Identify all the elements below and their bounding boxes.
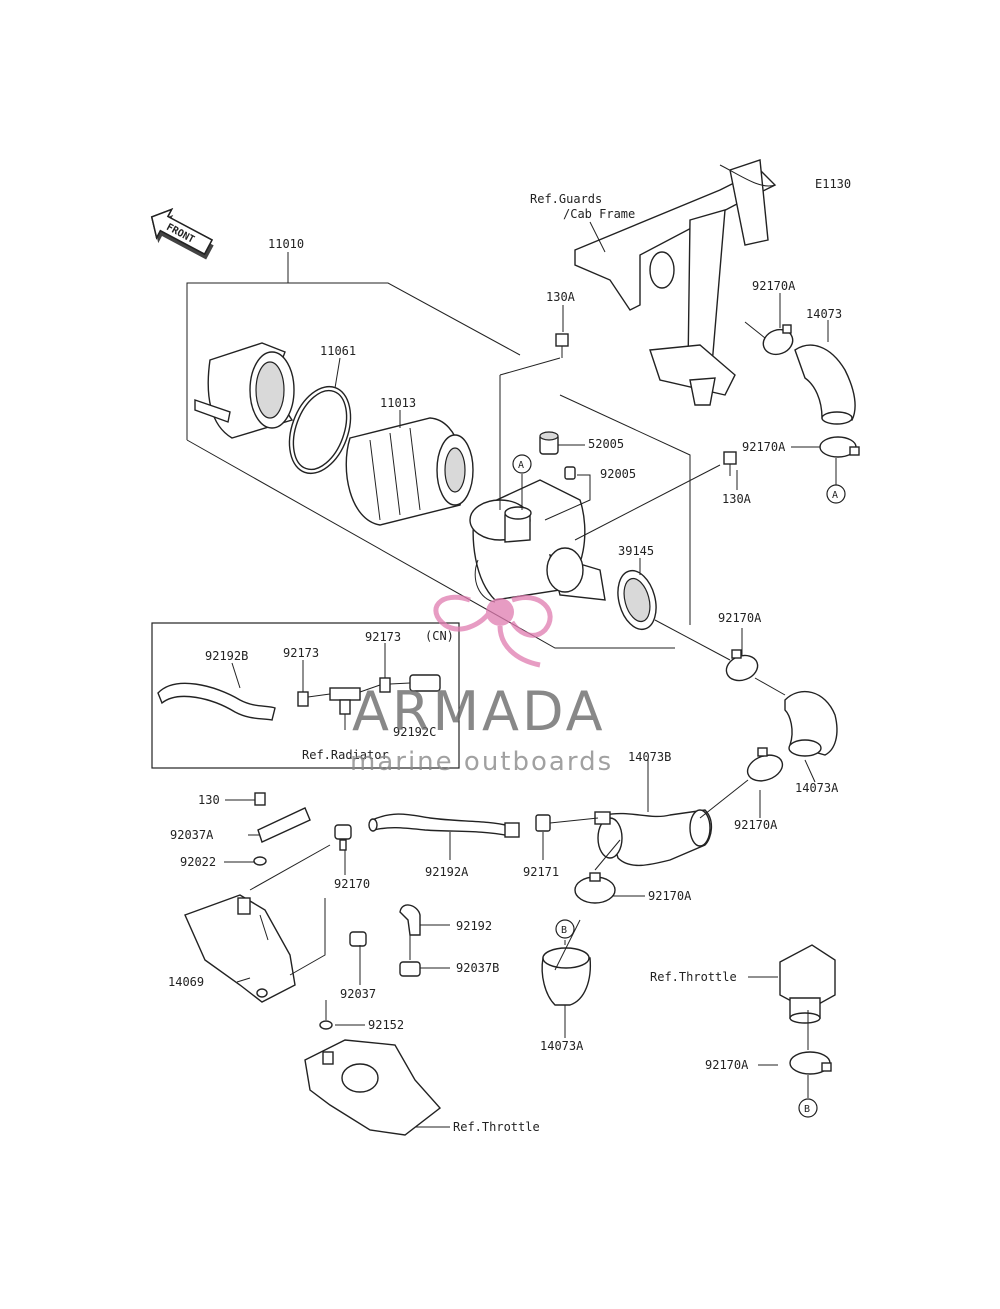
bolt-130A-top-drawing xyxy=(555,333,569,358)
svg-text:A: A xyxy=(518,460,524,471)
armada-logo xyxy=(433,594,553,668)
throttle-body-drawing xyxy=(304,1039,442,1136)
label-14069: 14069 xyxy=(168,975,204,989)
joint-14073B-drawing xyxy=(594,809,713,867)
clamp-92170A-top-drawing xyxy=(762,324,794,356)
svg-text:A: A xyxy=(832,490,838,501)
ref-throttle-right-label: Ref.Throttle xyxy=(650,970,737,984)
cn-tag: (CN) xyxy=(425,629,454,643)
label-92192B: 92192B xyxy=(205,649,248,663)
marker-b-bottom: B xyxy=(798,1098,818,1118)
label-92192C: 92192C xyxy=(393,725,436,739)
cab-frame-drawing xyxy=(574,159,777,406)
bracket-130-drawing xyxy=(253,792,311,866)
bolt-130A-right-drawing xyxy=(723,451,737,476)
label-92022: 92022 xyxy=(180,855,216,869)
hose-14073A-right-drawing xyxy=(784,690,838,757)
air-filter-element-drawing xyxy=(345,417,474,526)
label-92037A: 92037A xyxy=(170,828,214,842)
cap-52005-drawing xyxy=(539,431,559,455)
clip-92170-drawing xyxy=(334,824,352,851)
air-cleaner-body-drawing xyxy=(469,479,606,603)
ref-radiator-label: Ref.Radiator xyxy=(302,748,389,762)
ref-guards-label: Ref.Guards xyxy=(530,192,602,206)
throttle-adapter-drawing xyxy=(779,944,836,1024)
label-92005: 92005 xyxy=(600,467,636,481)
label-92170A-center: 92170A xyxy=(648,889,692,903)
label-39145: 39145 xyxy=(618,544,654,558)
diagram-code: E1130 xyxy=(815,177,851,191)
label-92192A: 92192A xyxy=(425,865,469,879)
hose-14073A-bottom-drawing xyxy=(541,947,592,1006)
clip-92037-drawing xyxy=(349,931,367,947)
lower-leader-lines xyxy=(224,558,816,1098)
label-92170: 92170 xyxy=(334,877,370,891)
clamp-39145-drawing xyxy=(617,569,657,631)
clamp-92170A-mid-drawing xyxy=(819,436,860,458)
label-11013: 11013 xyxy=(380,396,416,410)
watermark-tagline: marine outboards xyxy=(350,747,613,777)
clip-92171-drawing xyxy=(535,814,599,832)
label-52005: 52005 xyxy=(588,437,624,451)
o-ring-drawing xyxy=(288,385,352,475)
label-14073B: 14073B xyxy=(628,750,671,764)
hose-92192-drawing xyxy=(399,904,421,936)
label-92173-a: 92173 xyxy=(283,646,319,660)
label-92170A-bottom: 92170A xyxy=(705,1058,749,1072)
ref-cab-frame-label: /Cab Frame xyxy=(563,207,635,221)
label-14073A-right: 14073A xyxy=(795,781,839,795)
watermark-brand: ARMADA xyxy=(352,680,606,743)
hose-92192A-drawing xyxy=(368,813,520,838)
assembly-bracket-11010 xyxy=(186,252,691,649)
label-92170A-mid: 92170A xyxy=(742,440,786,454)
label-11010: 11010 xyxy=(268,237,304,251)
clamp-92170A-bottom-drawing xyxy=(789,1051,832,1075)
front-arrow-icon: FRONT xyxy=(150,208,214,260)
label-92170A-lower: 92170A xyxy=(734,818,778,832)
label-130A-right: 130A xyxy=(722,492,752,506)
label-92192: 92192 xyxy=(456,919,492,933)
clip-92037B-drawing xyxy=(399,961,421,977)
marker-b-center: B xyxy=(555,919,575,939)
clamp-92170A-center-drawing xyxy=(574,872,616,904)
label-92171: 92171 xyxy=(523,865,559,879)
label-92173-b: 92173 xyxy=(365,630,401,644)
label-92152: 92152 xyxy=(368,1018,404,1032)
bracket-14069-drawing xyxy=(184,894,296,1003)
part-labels: 11010 11061 11013 130A 52005 92005 130A … xyxy=(168,237,842,1072)
label-14073A-bottom: 14073A xyxy=(540,1039,584,1053)
svg-text:B: B xyxy=(561,925,567,936)
label-14073: 14073 xyxy=(806,307,842,321)
clamp-92170A-lower-drawing xyxy=(746,747,784,782)
label-92170A-top: 92170A xyxy=(752,279,796,293)
marker-a-top: A xyxy=(512,454,532,474)
label-130A-top: 130A xyxy=(546,290,576,304)
clamp-92170A-right-drawing xyxy=(725,649,759,682)
inset-hose-drawing xyxy=(157,674,441,721)
label-92170A-right: 92170A xyxy=(718,611,762,625)
air-cleaner-cap-drawing xyxy=(194,342,295,439)
marker-a-right: A xyxy=(826,484,846,504)
hose-14073-drawing xyxy=(794,344,856,425)
svg-text:B: B xyxy=(804,1104,810,1115)
plug-92005-drawing xyxy=(564,466,576,480)
label-130: 130 xyxy=(198,793,220,807)
nut-92152-drawing xyxy=(319,1020,333,1030)
cn-inset-box xyxy=(151,622,460,769)
label-11061: 11061 xyxy=(320,344,356,358)
label-92037: 92037 xyxy=(340,987,376,1001)
upper-leader-lines xyxy=(231,293,837,730)
label-92037B: 92037B xyxy=(456,961,499,975)
ref-throttle-bottom-label: Ref.Throttle xyxy=(453,1120,540,1134)
